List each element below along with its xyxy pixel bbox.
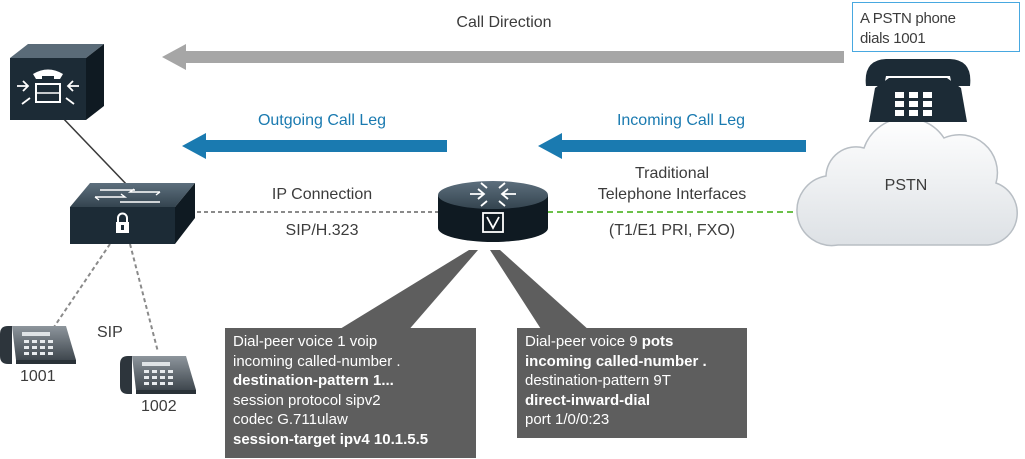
note-line-1: A PSTN phone xyxy=(860,10,956,27)
config-line: incoming called-number . xyxy=(233,352,401,370)
config-line: destination-pattern 9T xyxy=(525,372,671,389)
ip-connection-label: IP Connection xyxy=(271,186,373,203)
phone-1001-label: 1001 xyxy=(20,368,56,385)
phone1-link-line xyxy=(51,243,111,331)
sip-h323-label: SIP/H.323 xyxy=(285,222,359,239)
config-line: incoming called-number . xyxy=(525,352,707,370)
voip-callout-pointer xyxy=(322,250,478,340)
pots-dial-peer-config: Dial-peer voice 9 pots incoming called-n… xyxy=(517,328,747,438)
call-manager-server-icon xyxy=(10,44,104,120)
telephone-interfaces-label: Telephone Interfaces xyxy=(597,186,747,203)
secure-switch-icon xyxy=(70,183,195,244)
config-line: Dial-peer voice 1 voip xyxy=(233,333,378,350)
phone-1002-label: 1002 xyxy=(141,398,177,415)
voice-gateway-router-icon xyxy=(438,181,548,242)
voip-dial-peer-config: Dial-peer voice 1 voip incoming called-n… xyxy=(225,328,476,458)
config-line: session protocol sipv2 xyxy=(233,391,381,409)
ip-phone-icon xyxy=(0,326,76,364)
outgoing-call-leg-arrow xyxy=(182,133,447,159)
t1e1-fxo-label: (T1/E1 PRI, FXO) xyxy=(608,222,736,239)
sip-label: SIP xyxy=(97,324,123,341)
pots-callout-pointer xyxy=(490,250,600,340)
call-direction-label: Call Direction xyxy=(456,14,552,31)
note-line-2: dials 1001 xyxy=(860,30,926,47)
traditional-label: Traditional xyxy=(634,165,710,182)
call-direction-arrow xyxy=(162,44,844,70)
config-line: port 1/0/0:23 xyxy=(525,411,610,428)
phone2-link-line xyxy=(129,243,159,353)
ip-phone-icon xyxy=(120,356,196,394)
config-line: session-target ipv4 10.1.5.5 xyxy=(233,430,429,448)
incoming-call-leg-label: Incoming Call Leg xyxy=(616,112,746,129)
server-uplink-line xyxy=(59,114,129,187)
config-line: codec G.711ulaw xyxy=(233,411,348,428)
pstn-phone-icon xyxy=(865,59,971,122)
config-line: destination-pattern 1... xyxy=(233,372,394,389)
pstn-dial-note: A PSTN phone dials 1001 xyxy=(852,2,1020,52)
incoming-call-leg-arrow xyxy=(538,133,806,159)
pstn-label: PSTN xyxy=(884,177,928,194)
outgoing-call-leg-label: Outgoing Call Leg xyxy=(257,112,387,129)
config-line: Dial-peer voice 9 pots xyxy=(525,333,674,350)
config-line: direct-inward-dial xyxy=(525,391,651,409)
